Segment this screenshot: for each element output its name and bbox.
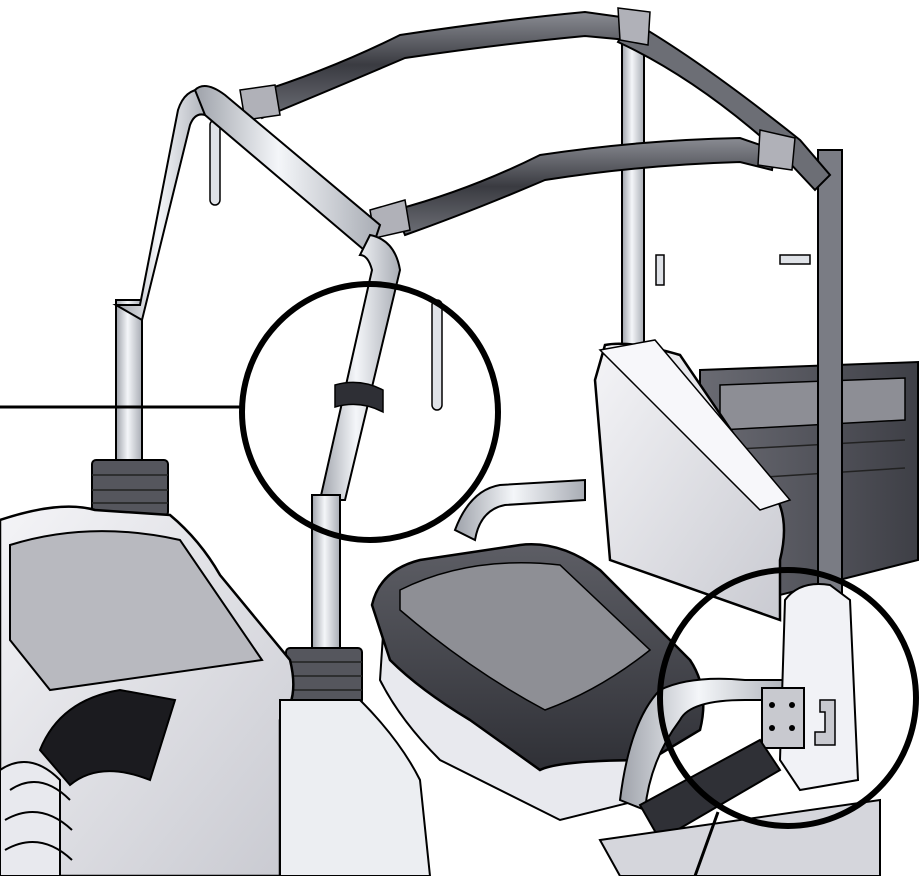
floor-edge	[598, 798, 881, 876]
seat-base	[370, 543, 705, 822]
vehicle-body-panels	[0, 505, 432, 876]
roof-crossbars	[209, 7, 811, 411]
front-roll-hoop	[112, 85, 402, 656]
seat-side-bracket	[638, 583, 860, 842]
cage-mount-bushings	[91, 459, 363, 705]
callout-rollbar-clamp	[0, 281, 501, 543]
callout-seat-bracket	[657, 567, 919, 876]
seat-backrest	[593, 339, 792, 622]
seat-armrest-tubes	[453, 478, 796, 812]
